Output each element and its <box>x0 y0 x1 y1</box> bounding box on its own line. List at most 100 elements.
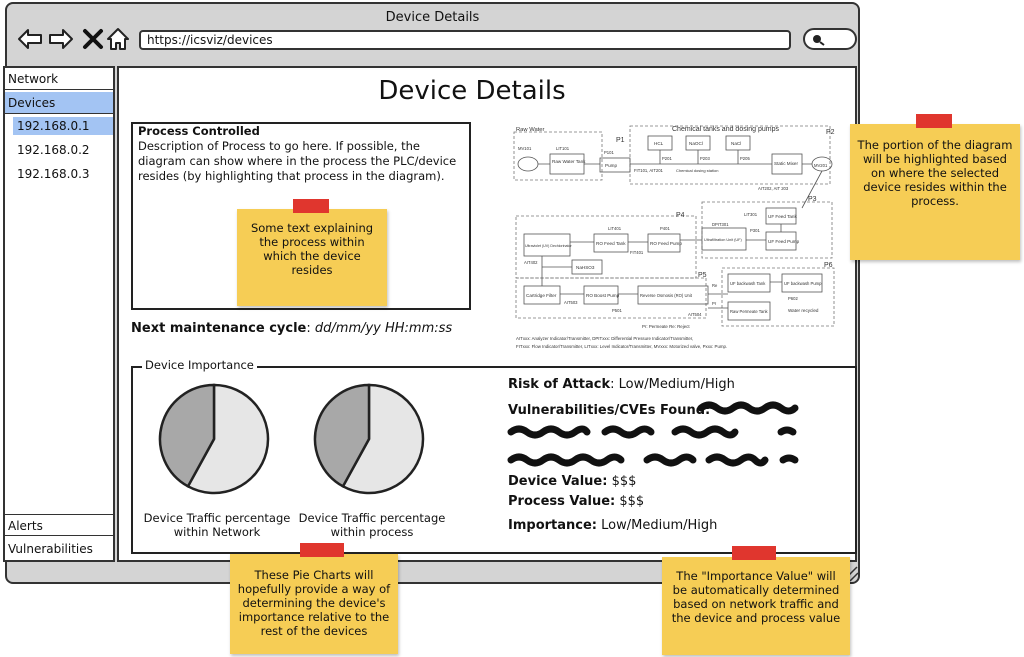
pie-network-caption: Device Traffic percentage within Network <box>143 511 291 539</box>
diagram-block: Ultrafiltration Unit (UF) <box>704 238 742 242</box>
diagram-block: Raw Water Tank <box>552 159 586 164</box>
diagram-block: NaCl <box>731 141 741 146</box>
diagram-footer: Pr: Permeate Re: Reject <box>642 324 690 329</box>
diagram-tag: AIT504 <box>688 312 702 317</box>
diagram-tag: P301 <box>750 228 760 233</box>
pie-chart-network <box>158 383 270 495</box>
stage-label: P3 <box>808 196 817 203</box>
diagram-block: Water recycled <box>788 308 819 313</box>
diagram-block: RO Boost Pump <box>586 293 620 298</box>
pie-slice-light <box>186 383 270 495</box>
diagram-tag: FIT401 <box>630 250 644 255</box>
stage-label: P5 <box>698 272 707 279</box>
device-list-item-selected[interactable]: 192.168.0.1 <box>13 117 113 135</box>
search-box[interactable] <box>803 28 857 50</box>
diagram-tag: Pr <box>712 301 717 306</box>
process-value: Process Value: $$$ <box>508 494 644 509</box>
pie-slice-dark <box>313 383 371 489</box>
address-bar[interactable]: https://icsviz/devices <box>139 30 791 50</box>
diagram-tag: LIT101 <box>556 146 570 151</box>
diagram-block: RO Feed Tank <box>596 241 626 246</box>
search-icon <box>813 35 825 46</box>
sticky-note-process: Some text explaining the process within … <box>237 209 387 306</box>
vuln-label: Vulnerabilities/CVEs Found: <box>508 403 711 418</box>
diagram-block: Static Mixer <box>774 161 798 166</box>
maintenance-value: dd/mm/yy HH:mm:ss <box>314 321 453 336</box>
diagram-block: RO Feed Pump <box>650 241 682 246</box>
home-icon[interactable] <box>105 26 131 52</box>
sticky-note-text: These Pie Charts will hopefully provide … <box>237 568 391 638</box>
diagram-title: Chemical tanks and dosing pumps <box>672 126 780 133</box>
diagram-tag: AIT202, AIT 203 <box>758 186 789 191</box>
diagram-block: UF Feed Pump <box>768 239 800 244</box>
importance: Importance: Low/Medium/High <box>508 518 717 533</box>
diagram-block: HCL <box>654 141 664 146</box>
diagram-block: Ultraviolet (UV) Dechlorinator <box>525 244 573 248</box>
device-list-item[interactable]: 192.168.0.2 <box>17 143 90 157</box>
diagram-label: Raw Water <box>516 127 545 133</box>
process-diagram: Chemical tanks and dosing pumps Raw Wate… <box>513 125 835 349</box>
sticky-note-diagram: The portion of the diagram will be highl… <box>850 124 1020 260</box>
diagram-tag: LIT301 <box>744 212 758 217</box>
back-arrow-icon[interactable] <box>17 26 43 52</box>
sticky-note-importance: The "Importance Value" will be automatic… <box>662 557 850 655</box>
sidebar: Network Devices 192.168.0.1 192.168.0.2 … <box>3 66 115 562</box>
diagram-tag: DPIT301 <box>712 222 729 227</box>
tape <box>916 114 952 128</box>
diagram-tag: AIT402 <box>524 260 538 265</box>
stage-label: P1 <box>616 137 625 144</box>
window-title: Device Details <box>385 10 480 25</box>
process-title: Process Controlled <box>138 124 260 138</box>
tape <box>732 546 776 560</box>
diagram-footer: FITxxx: Flow Indicator/Transmitter, LITx… <box>516 344 727 349</box>
device-importance-legend: Device Importance <box>142 358 257 372</box>
device-value-label: Device Value: <box>508 474 608 489</box>
tape <box>300 543 344 557</box>
device-value-amount: $$$ <box>611 474 637 489</box>
diagram-tag: P203 <box>700 156 710 161</box>
maintenance-cycle: Next maintenance cycle: dd/mm/yy HH:mm:s… <box>131 321 453 336</box>
pie-slice-dark <box>158 383 216 489</box>
diagram-tag: AIT503 <box>564 300 578 305</box>
risk-label: Risk of Attack <box>508 377 611 392</box>
diagram-block: UF backwash Tank <box>730 281 766 286</box>
vulnerabilities-found: Vulnerabilities/CVEs Found: <box>508 403 710 418</box>
risk-of-attack: Risk of Attack: Low/Medium/High <box>508 377 735 392</box>
tape <box>293 199 329 213</box>
risk-value: Low/Medium/High <box>618 377 735 392</box>
sidebar-item-network[interactable]: Network <box>5 68 113 90</box>
device-list-item[interactable]: 192.168.0.3 <box>17 167 90 181</box>
diagram-tag: FIT101, AIT201 <box>634 168 664 173</box>
forward-arrow-icon[interactable] <box>48 26 74 52</box>
diagram-block: Cartridge Filter <box>526 293 557 298</box>
diagram-tag: Re <box>712 283 718 288</box>
diagram-tag: MV201 <box>814 163 828 168</box>
process-value-amount: $$$ <box>619 494 645 509</box>
sidebar-item-devices[interactable]: Devices <box>5 92 113 114</box>
diagram-tag: P101 <box>604 150 614 155</box>
sticky-note-text: The portion of the diagram will be highl… <box>857 138 1013 208</box>
diagram-footer: AITxxx: Analyzer Indicator/Transmitter, … <box>516 336 693 341</box>
diagram-block: Raw Permeate Tank <box>730 309 769 314</box>
device-importance-panel <box>131 366 857 554</box>
page-title: Device Details <box>378 76 566 106</box>
diagram-tag: LIT401 <box>608 226 622 231</box>
close-x-icon[interactable] <box>80 26 106 52</box>
diagram-tag: P201 <box>662 156 672 161</box>
pie-chart-process <box>313 383 425 495</box>
process-panel <box>131 122 471 310</box>
pie-slice-light <box>341 383 425 495</box>
diagram-block: UF backwash Pump <box>784 281 822 286</box>
diagram-tag: P401 <box>660 226 670 231</box>
diagram-tag: Chemical dosing station <box>676 168 718 173</box>
process-description: Description of Process to go here. If po… <box>138 139 457 183</box>
diagram-block: NaOCl <box>689 141 703 146</box>
redacted-scribble <box>507 401 799 467</box>
device-value: Device Value: $$$ <box>508 474 636 489</box>
sticky-note-text: The "Importance Value" will be automatic… <box>671 569 841 625</box>
sidebar-item-alerts[interactable]: Alerts <box>5 514 113 536</box>
pie-process-caption: Device Traffic percentage within process <box>298 511 446 539</box>
maintenance-label: Next maintenance cycle <box>131 321 307 336</box>
sidebar-item-vulnerabilities[interactable]: Vulnerabilities <box>5 538 113 560</box>
stage-label: P2 <box>826 129 835 136</box>
